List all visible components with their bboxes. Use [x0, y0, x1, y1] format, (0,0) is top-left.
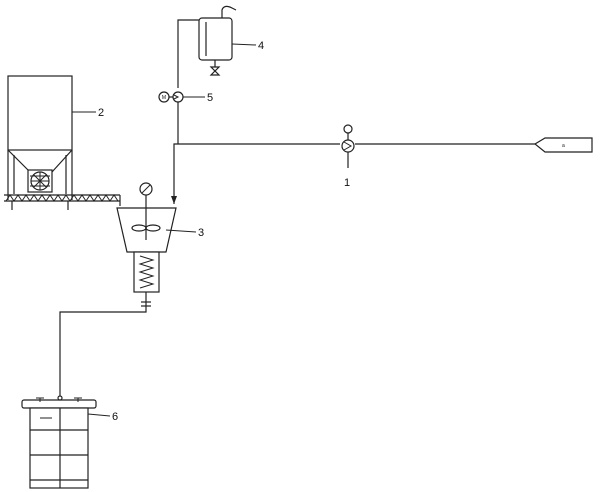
label-pump: 5 — [207, 92, 213, 104]
pipe-main-to-mixer — [173, 143, 340, 204]
screw-conveyor — [4, 194, 121, 210]
control-valve — [341, 124, 355, 168]
dosing-pump: M — [158, 91, 184, 103]
label-barrel: 6 — [112, 411, 118, 423]
pipe-mixer-to-barrel — [59, 306, 147, 398]
flow-arrow — [171, 196, 177, 204]
inlet-tag: a — [533, 137, 593, 153]
label-tank: 4 — [258, 40, 264, 52]
silo — [7, 75, 73, 200]
inlet-symbol: a — [562, 143, 565, 149]
label-silo: 2 — [98, 107, 104, 119]
pipe-tank-to-pump — [177, 19, 199, 88]
leader-line-6 — [87, 413, 111, 417]
pump-motor-symbol: M — [162, 95, 166, 101]
tank — [198, 5, 237, 76]
label-valve: 1 — [344, 177, 350, 189]
leader-line-4 — [231, 43, 257, 46]
mixer — [116, 182, 177, 307]
leader-line-3 — [165, 229, 197, 233]
barrel — [21, 395, 97, 489]
label-mixer: 3 — [198, 227, 204, 239]
